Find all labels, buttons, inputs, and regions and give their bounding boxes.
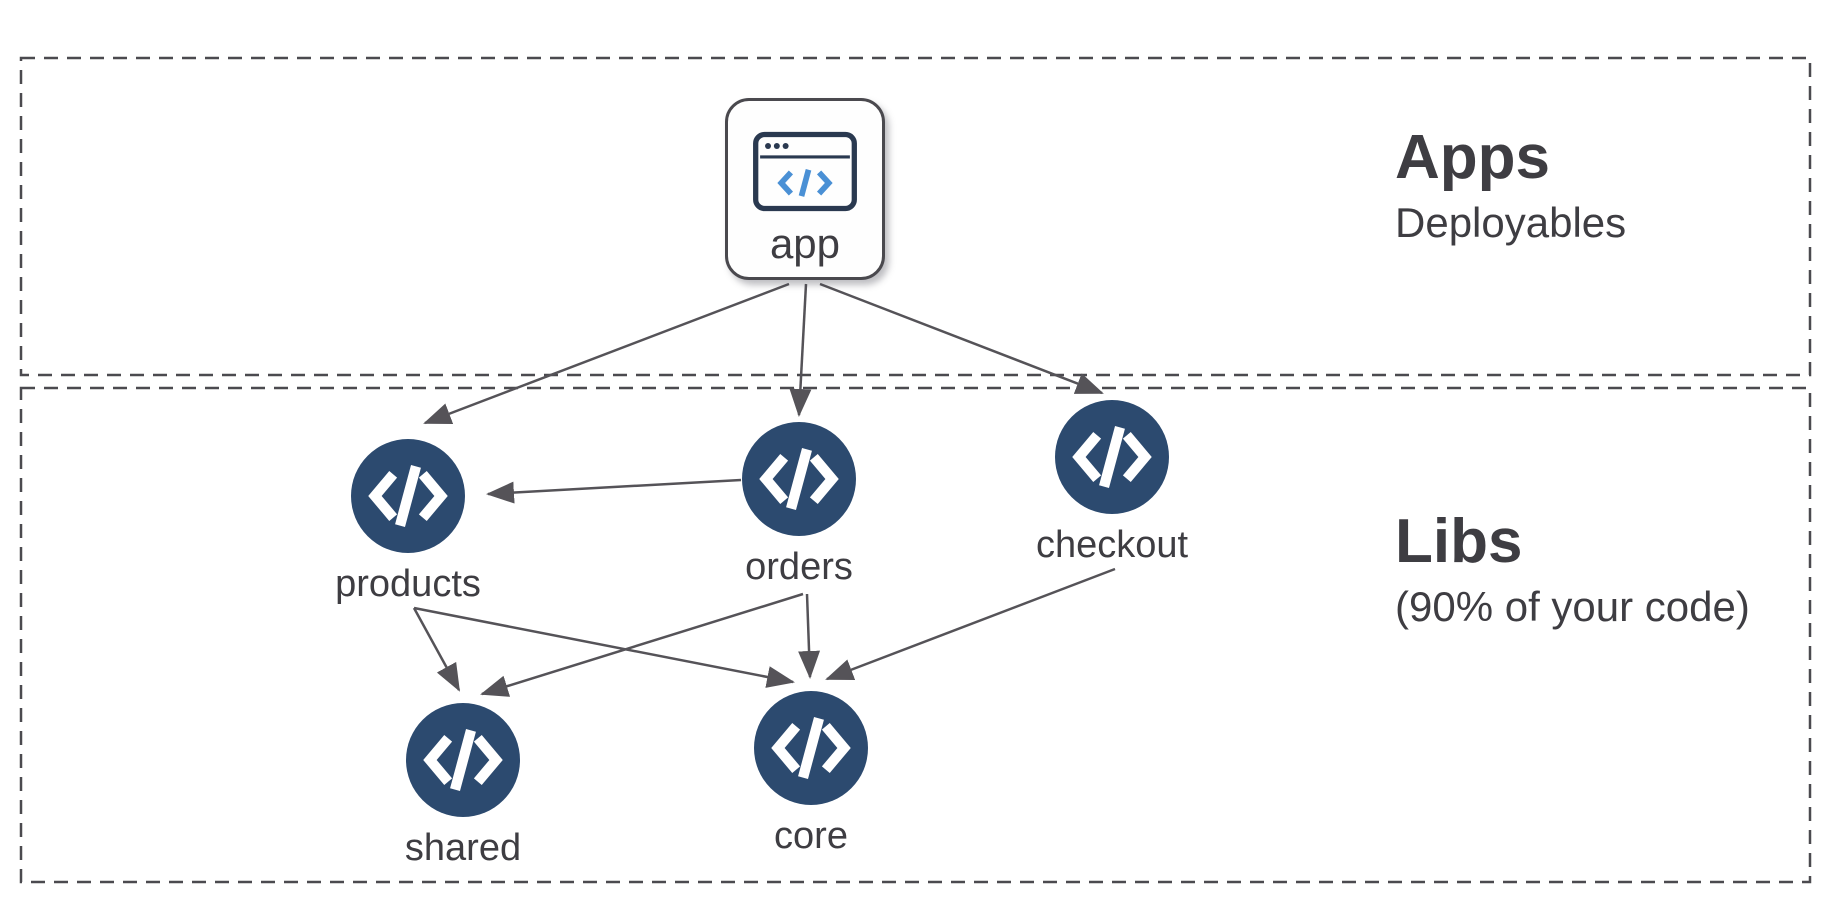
code-circle-icon <box>742 422 856 536</box>
edge-orders-to-core <box>798 593 821 679</box>
libs-zone-title: Libs <box>1395 507 1523 576</box>
libs-zone-subtitle: (90% of your code) <box>1395 583 1750 631</box>
browser-code-icon <box>753 131 857 212</box>
code-circle-icon <box>754 691 868 805</box>
edge-products-to-core <box>413 606 795 688</box>
node-core[interactable]: core <box>701 691 921 858</box>
node-app-label: app <box>769 220 841 267</box>
node-shared-label: shared <box>404 827 522 869</box>
apps-zone: Apps Deployables <box>21 58 1810 375</box>
node-shared[interactable]: shared <box>353 703 573 870</box>
code-circle-icon <box>351 439 465 553</box>
node-checkout-label: checkout <box>1035 524 1189 566</box>
node-products-label: products <box>335 563 481 605</box>
edge-app-to-orders <box>789 283 812 417</box>
code-circle-icon <box>406 703 520 817</box>
edge-app-to-products <box>423 282 790 425</box>
node-orders-label: orders <box>745 546 853 588</box>
edge-orders-to-shared <box>480 592 804 697</box>
apps-zone-title: Apps <box>1395 123 1550 192</box>
apps-zone-border <box>19 56 1812 377</box>
edge-products-to-shared <box>412 607 461 692</box>
libs-zone-label: Libs (90% of your code) <box>1395 507 1750 633</box>
node-products[interactable]: products <box>298 439 518 606</box>
edge-app-to-checkout <box>819 282 1104 395</box>
code-circle-icon <box>1055 400 1169 514</box>
node-orders[interactable]: orders <box>689 422 909 589</box>
apps-zone-label: Apps Deployables <box>1395 123 1627 249</box>
node-app[interactable]: app <box>725 98 885 280</box>
node-core-label: core <box>774 815 848 857</box>
node-checkout[interactable]: checkout <box>1002 400 1222 567</box>
apps-zone-subtitle: Deployables <box>1395 199 1627 247</box>
